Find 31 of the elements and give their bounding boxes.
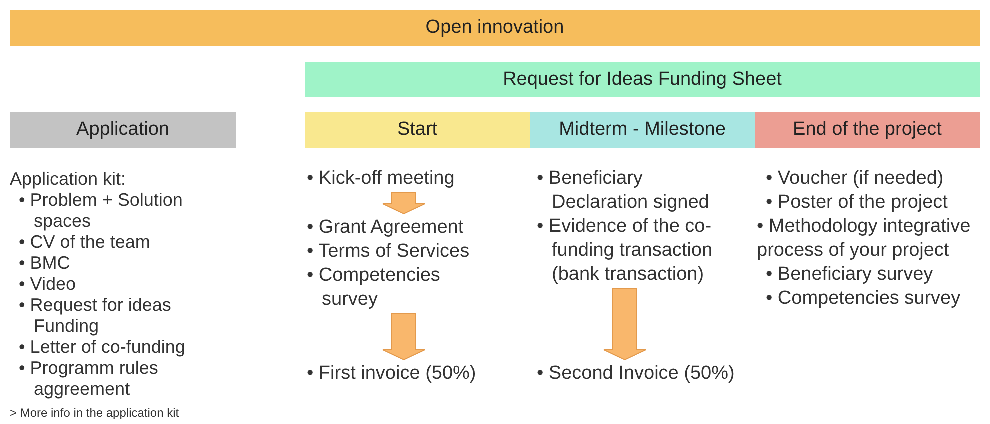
- list-item: • Competencies survey: [765, 287, 962, 311]
- list-item: • Terms of Services: [306, 240, 471, 264]
- list-item: • First invoice (50%): [306, 362, 478, 386]
- list-item: • Evidence of the co-funding transaction (bank transaction): [536, 215, 714, 287]
- column-header: Application: [10, 112, 236, 148]
- list-item: • Poster of the project: [765, 191, 949, 215]
- list-item: • Voucher (if needed): [765, 167, 945, 191]
- list-item: • CV of the team: [18, 232, 152, 253]
- list-item: • Grant Agreement: [306, 216, 465, 240]
- list-item: • Methodology integrative process of your project: [757, 215, 972, 263]
- header-band: Request for Ideas Funding Sheet: [305, 62, 980, 97]
- column-header: Midterm - Milestone: [530, 112, 755, 148]
- list-item: • Competencies survey: [306, 264, 442, 312]
- column-header: Start: [305, 112, 530, 148]
- block-arrow: [382, 192, 426, 215]
- list-heading: Application kit:: [10, 169, 128, 190]
- note-text: > More info in the application kit: [10, 406, 180, 421]
- block-arrow: [382, 314, 426, 361]
- list-item: • BMC: [18, 253, 72, 274]
- block-arrow: [604, 288, 646, 361]
- list-item: • Problem + Solution spaces: [18, 190, 184, 232]
- list-item: • Kick-off meeting: [306, 167, 456, 191]
- list-item: • Beneficiary Declaration signed: [536, 167, 710, 215]
- title-band: Open innovation: [10, 10, 980, 46]
- list-item: • Programm rules aggreement: [18, 358, 160, 400]
- column-header: End of the project: [755, 112, 980, 148]
- list-item: • Letter of co-funding: [18, 337, 186, 358]
- list-item: • Second Invoice (50%): [536, 362, 736, 386]
- list-item: • Video: [18, 274, 78, 295]
- list-item: • Request for ideas Funding: [18, 295, 172, 337]
- list-item: • Beneficiary survey: [765, 263, 934, 287]
